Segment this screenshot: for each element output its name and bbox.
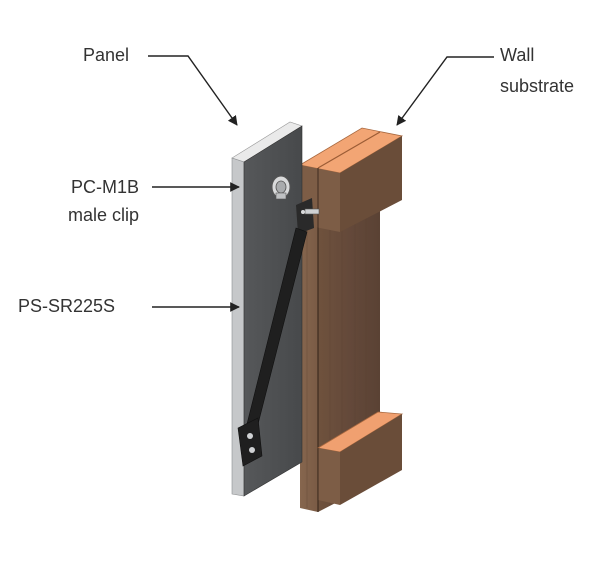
top-block-split (317, 131, 381, 169)
top-block-front-face (340, 136, 402, 232)
bottom-block-side-face (318, 448, 340, 505)
wall-label-line1: Wall (500, 45, 534, 65)
wall-label-line2: substrate (500, 76, 574, 96)
hardware (237, 175, 320, 467)
strap-bottom-plate (237, 417, 263, 467)
wall-post-left-face (300, 170, 318, 512)
strap-label: PS-SR225S (18, 296, 115, 316)
panel-leader (148, 55, 238, 126)
clip-label-line2: male clip (68, 205, 139, 225)
wall-substrate (298, 127, 404, 512)
male-clip (271, 175, 291, 200)
bottom-block-front-face (340, 414, 402, 505)
panel-label: Panel (83, 45, 129, 65)
wall-leader (396, 56, 494, 126)
strap-top-bracket (296, 198, 320, 234)
callouts: Panel Wall substrate PC-M1B male clip PS… (18, 45, 574, 316)
clip-label-line1: PC-M1B (71, 177, 139, 197)
